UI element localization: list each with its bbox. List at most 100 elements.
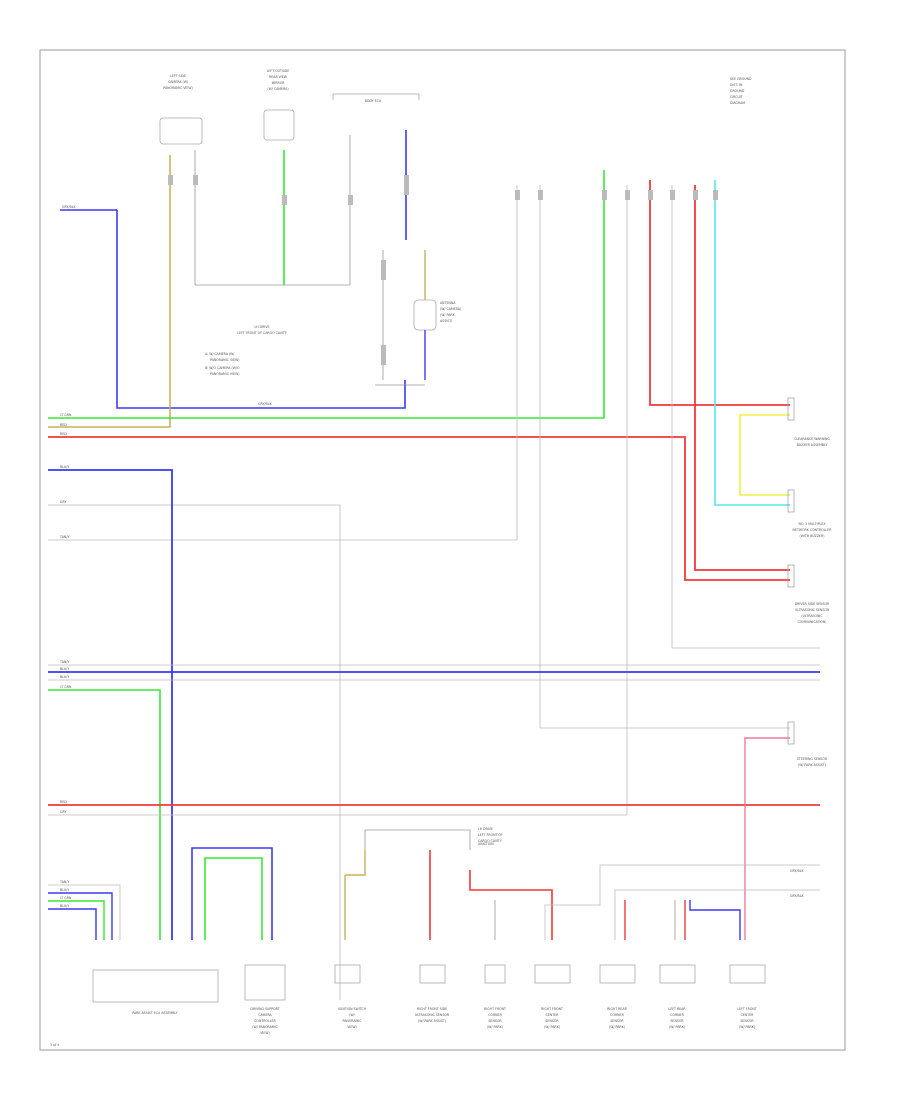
rc-buzzer-1: CLEARANCE WARNING [794, 437, 830, 441]
box-rear-corner-r [599, 964, 636, 984]
wire-label-mid-top: GRY/BLK [258, 402, 272, 406]
callout-lhd-2: LEFT FRONT OF CARGO CAVITY [237, 331, 287, 335]
wire-cyan [714, 180, 790, 506]
bc-rear-corner-r-1: RIGHT REAR [607, 1007, 627, 1011]
wire-label-bl-3: LT GRN [60, 896, 72, 900]
bc-front-corner-4: (W/ PARK) [487, 1025, 503, 1029]
bottom-boxes [92, 964, 766, 1003]
label-right-stack-1: SEE GROUND [730, 77, 752, 81]
wire-label-red2: RED [60, 432, 67, 436]
connector-mark [625, 190, 630, 200]
wire-label-bl-2: BLU/Y [60, 888, 69, 892]
wire-green-camera-ctrl [204, 857, 263, 940]
wire-label-red3: RED [60, 800, 67, 804]
wire-bottom-blue-2 [48, 908, 97, 940]
bc-left-front-center-1: LEFT FRONT [737, 1007, 756, 1011]
callout-sensor-4: ASSIST) [440, 319, 452, 323]
bc-ignition-3: PANORAMIC [343, 1019, 363, 1023]
rc-driver-4: COMMUNICATION) [797, 620, 826, 624]
box-rear-corner-l [659, 964, 696, 984]
bc-front-side-3: (W/ PARK ASSIST) [418, 1019, 446, 1023]
callout-junction-2: LEFT FRONT OF [478, 833, 503, 837]
bc-front-corner-2: CORNER [488, 1013, 502, 1017]
rc-driver-1: DRIVER SIDE SENSOR [795, 602, 830, 606]
bc-camera-3: CONTROLLER [254, 1019, 276, 1023]
bc-ignition-2: (W/ [349, 1013, 355, 1017]
pin-driver-sensor [787, 564, 795, 588]
bc-rear-corner-r-4: (W/ PARK) [609, 1025, 625, 1029]
rc-multiplex-1: NO. 2 MULTIPLEX [798, 522, 826, 526]
label-left-camera-2: CAMERA (W/ [168, 80, 189, 84]
wire-blue-main-vertical [48, 469, 173, 940]
connector-mark [193, 175, 198, 185]
bc-front-center-2: CENTER [546, 1013, 560, 1017]
wire-green-park-ecu [48, 689, 161, 940]
rc-steering-1: STEERING SENSOR [797, 757, 828, 761]
callout-junction-3: CARGO CAVITY [478, 839, 502, 843]
right-component-labels: CLEARANCE WARNING BUZZER ASSEMBLY NO. 2 … [793, 437, 833, 767]
callout-junction-1: LH DRIVE [478, 827, 493, 831]
connector-mark [602, 190, 607, 200]
callout-note-1: A: W/ CAMERA (W/ [205, 352, 235, 356]
bc-front-center-4: (W/ PARK) [544, 1025, 560, 1029]
wire-label-junction: JUNCTION [477, 842, 494, 846]
left-camera-component [159, 117, 203, 145]
wire-gray-row-2 [48, 504, 341, 1000]
wire-blue-camera-ctrl [191, 847, 273, 940]
wire-label-bl-1: TAN/Y [59, 880, 69, 884]
wire-red-row-1 [48, 436, 790, 581]
left-mirror-component [263, 109, 295, 141]
wire-bottom-right-gray-2 [614, 889, 820, 940]
wire-red-top-right [649, 180, 790, 406]
bc-park-ecu: PARK ASSIST ECU ASSEMBLY [132, 1011, 177, 1015]
wire-label-green: LT GRN [60, 413, 72, 417]
bc-front-center-1: RIGHT FRONT [541, 1007, 563, 1011]
connector-mark [538, 190, 543, 200]
bc-front-corner-1: RIGHT FRONT [484, 1007, 506, 1011]
wire-label-br-2: GRY/BLK [790, 894, 804, 898]
bc-camera-5: VIEW) [260, 1031, 270, 1035]
body-ecu-bracket [332, 93, 420, 100]
box-front-corner [484, 964, 506, 984]
box-front-center [534, 964, 571, 984]
bc-rear-corner-l-3: SENSOR [670, 1019, 684, 1023]
wire-yellow-loop [739, 414, 790, 496]
bc-camera-4: (W/ PANORAMIC [252, 1025, 278, 1029]
wire-tan-junction [345, 850, 366, 876]
wire-bottom-green [48, 900, 105, 940]
callout-note-2: PANORAMIC VIEW) [210, 358, 240, 362]
bc-left-front-center-3: SENSOR [740, 1019, 754, 1023]
connector-mark [282, 195, 287, 205]
wire-bottom-gray-1 [48, 884, 121, 940]
callout-lhd-1: LH DRIVE [255, 325, 270, 329]
callout-note-4: PANORAMIC VIEW) [210, 372, 240, 376]
bc-rear-corner-l-1: LEFT REAR [668, 1007, 686, 1011]
callout-sensor-2: (W/ CAMERA) [440, 307, 461, 311]
bottom-component-labels: PARK ASSIST ECU ASSEMBLY DRIVING SUPPORT… [132, 1007, 756, 1035]
wire-label-gray: GRY [60, 500, 66, 504]
wire-label-multi-2: BLU/Y [60, 667, 69, 671]
bc-left-front-center-2: CENTER [741, 1013, 755, 1017]
callout-note-3: B: W/O CAMERA (W/O [205, 366, 240, 370]
connector-mark [348, 195, 353, 205]
label-body-ecu: BODY ECU [365, 99, 382, 103]
label-right-stack-5: DIAGRAM [730, 101, 745, 105]
rc-steering-2: (W/ PARK ASSIST) [798, 763, 826, 767]
bc-rear-corner-r-3: SENSOR [610, 1019, 624, 1023]
label-right-stack-3: GROUND [730, 89, 745, 93]
label-right-stack-4: CIRCUIT [730, 95, 743, 99]
box-left-front-center [729, 964, 766, 984]
top-label-left-camera: LEFT SIDE CAMERA (W/ PANORAMIC VIEW) [163, 74, 193, 90]
wire-label-gray2: GRY [60, 810, 66, 814]
bc-ignition-4: VIEW) [347, 1025, 357, 1029]
page-number: 3 of 4 [50, 1043, 59, 1047]
bc-camera-1: DRIVING SUPPORT [250, 1007, 279, 1011]
label-left-mirror-1: LEFT OUTSIDE [267, 69, 290, 73]
wire-label-multi-4: LT GRN [60, 685, 72, 689]
rc-driver-2: ULTRASONIC SENSOR [795, 608, 830, 612]
bc-front-side-1: RIGHT FRONT SIDE [417, 1007, 447, 1011]
rc-driver-3: (ULTRASONIC [801, 614, 823, 618]
connector-mark [713, 190, 718, 200]
